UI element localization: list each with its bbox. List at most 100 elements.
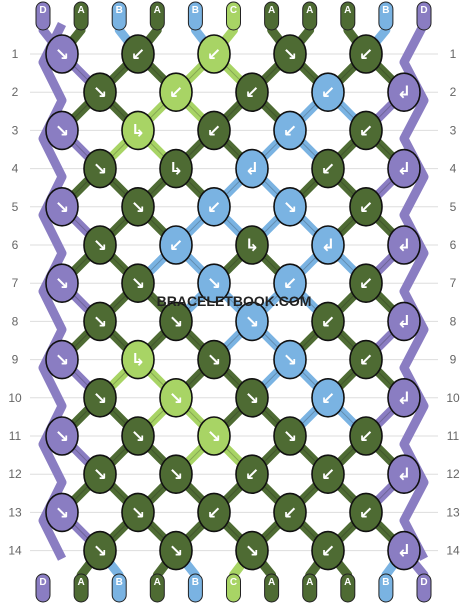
knot-ellipse (83, 377, 117, 418)
knot-arrow-icon: ↘ (93, 389, 107, 409)
knot: ↘ (159, 301, 193, 342)
knot: ↙ (273, 492, 307, 533)
knot: ↙ (349, 339, 383, 380)
knot-ellipse (311, 72, 345, 112)
knot-ellipse (121, 34, 155, 74)
knot-arrow-icon: ↘ (131, 427, 145, 447)
knot-arrow-icon: ↘ (283, 198, 297, 218)
knot-arrow-icon: ↘ (169, 389, 183, 409)
knot-arrow-icon: ↙ (359, 351, 373, 371)
knot: ↘ (121, 187, 155, 227)
knot: ↘ (273, 187, 307, 227)
knot: ↘ (235, 301, 269, 342)
knot-ellipse (83, 148, 117, 189)
knot-ellipse (349, 34, 383, 74)
knot-ellipse (235, 377, 269, 418)
row-label-right: 11 (447, 429, 460, 443)
knot: ↙ (311, 377, 345, 418)
knot-ellipse (197, 263, 231, 304)
knot-ellipse (83, 530, 117, 571)
knot: ↳ (159, 148, 193, 189)
knot-ellipse (349, 416, 383, 456)
knot-arrow-icon: ↳ (245, 236, 259, 256)
knot: ↲ (387, 72, 421, 112)
bottom-string-tab (73, 573, 89, 603)
knot-arrow-icon: ↲ (321, 236, 335, 256)
knot-ellipse (387, 225, 421, 265)
knot-ellipse (45, 187, 79, 227)
top-string-tab (340, 1, 356, 31)
knot: ↙ (197, 492, 231, 533)
knot-grid: ↘↙↙↘↙↘↙↙↙↲↘↳↙↙↙↘↳↲↙↲↘↘↙↘↙↘↙↳↲↲↘↘↘↙↙↘↘↘↙↲… (45, 34, 421, 571)
knot-ellipse (387, 530, 421, 571)
knot: ↙ (159, 72, 193, 112)
knot-ellipse (159, 530, 193, 571)
knot-arrow-icon: ↘ (245, 312, 259, 332)
knot: ↘ (45, 339, 79, 380)
top-string-tab (111, 1, 127, 31)
knot-arrow-icon: ↘ (93, 312, 107, 332)
knot-arrow-icon: ↙ (321, 312, 335, 332)
bottom-string-letter: B (192, 577, 199, 588)
knot-ellipse (273, 263, 307, 304)
knot-arrow-icon: ↙ (359, 45, 373, 65)
knot-arrow-icon: ↘ (131, 274, 145, 294)
knot-ellipse (121, 187, 155, 227)
row-label-right: 5 (450, 200, 457, 214)
knot: ↲ (387, 530, 421, 571)
knot: ↘ (45, 416, 79, 456)
knot-ellipse (197, 492, 231, 533)
knot-arrow-icon: ↙ (283, 503, 297, 523)
knot-arrow-icon: ↘ (131, 503, 145, 523)
knot: ↲ (235, 148, 269, 189)
row-label-right: 10 (446, 391, 460, 405)
row-label-left: 7 (12, 276, 19, 290)
knot-ellipse (45, 34, 79, 74)
knot: ↘ (197, 263, 231, 304)
knot-arrow-icon: ↙ (321, 160, 335, 180)
knot: ↙ (349, 492, 383, 533)
knot: ↲ (311, 225, 345, 265)
row-label-left: 10 (8, 391, 22, 405)
top-string-letter: B (116, 5, 123, 16)
top-string-tab (35, 1, 51, 31)
knot-ellipse (235, 225, 269, 265)
knot-arrow-icon: ↳ (131, 351, 145, 371)
knot: ↙ (197, 34, 231, 74)
knot-arrow-icon: ↘ (169, 312, 183, 332)
row-label-left: 4 (12, 162, 19, 176)
knot-ellipse (387, 454, 421, 495)
knot: ↘ (83, 301, 117, 342)
knot: ↲ (387, 225, 421, 265)
knot-arrow-icon: ↘ (93, 465, 107, 485)
knot-ellipse (159, 72, 193, 112)
knot-arrow-icon: ↘ (55, 503, 69, 523)
top-string-letter: C (230, 5, 237, 16)
knot: ↙ (349, 416, 383, 456)
knot: ↙ (349, 187, 383, 227)
knot: ↙ (311, 301, 345, 342)
top-string-letter: D (420, 5, 427, 16)
knot-arrow-icon: ↘ (93, 542, 107, 562)
knot-ellipse (121, 492, 155, 533)
knot-ellipse (45, 263, 79, 304)
knot: ↘ (83, 72, 117, 112)
knot: ↳ (121, 110, 155, 151)
knot-ellipse (159, 454, 193, 495)
knot-arrow-icon: ↘ (283, 45, 297, 65)
knot-arrow-icon: ↘ (93, 160, 107, 180)
knot-ellipse (83, 454, 117, 495)
knot-arrow-icon: ↙ (359, 503, 373, 523)
knot-ellipse (387, 377, 421, 418)
knot-arrow-icon: ↘ (55, 427, 69, 447)
knot-ellipse (311, 377, 345, 418)
top-string-letter: B (382, 5, 389, 16)
knot: ↘ (159, 530, 193, 571)
knot-ellipse (349, 339, 383, 380)
knot: ↘ (83, 225, 117, 265)
knot-ellipse (159, 225, 193, 265)
row-label-right: 1 (450, 47, 457, 61)
knot-arrow-icon: ↲ (397, 389, 411, 409)
knot-arrow-icon: ↘ (169, 465, 183, 485)
knot-arrow-icon: ↙ (169, 236, 183, 256)
